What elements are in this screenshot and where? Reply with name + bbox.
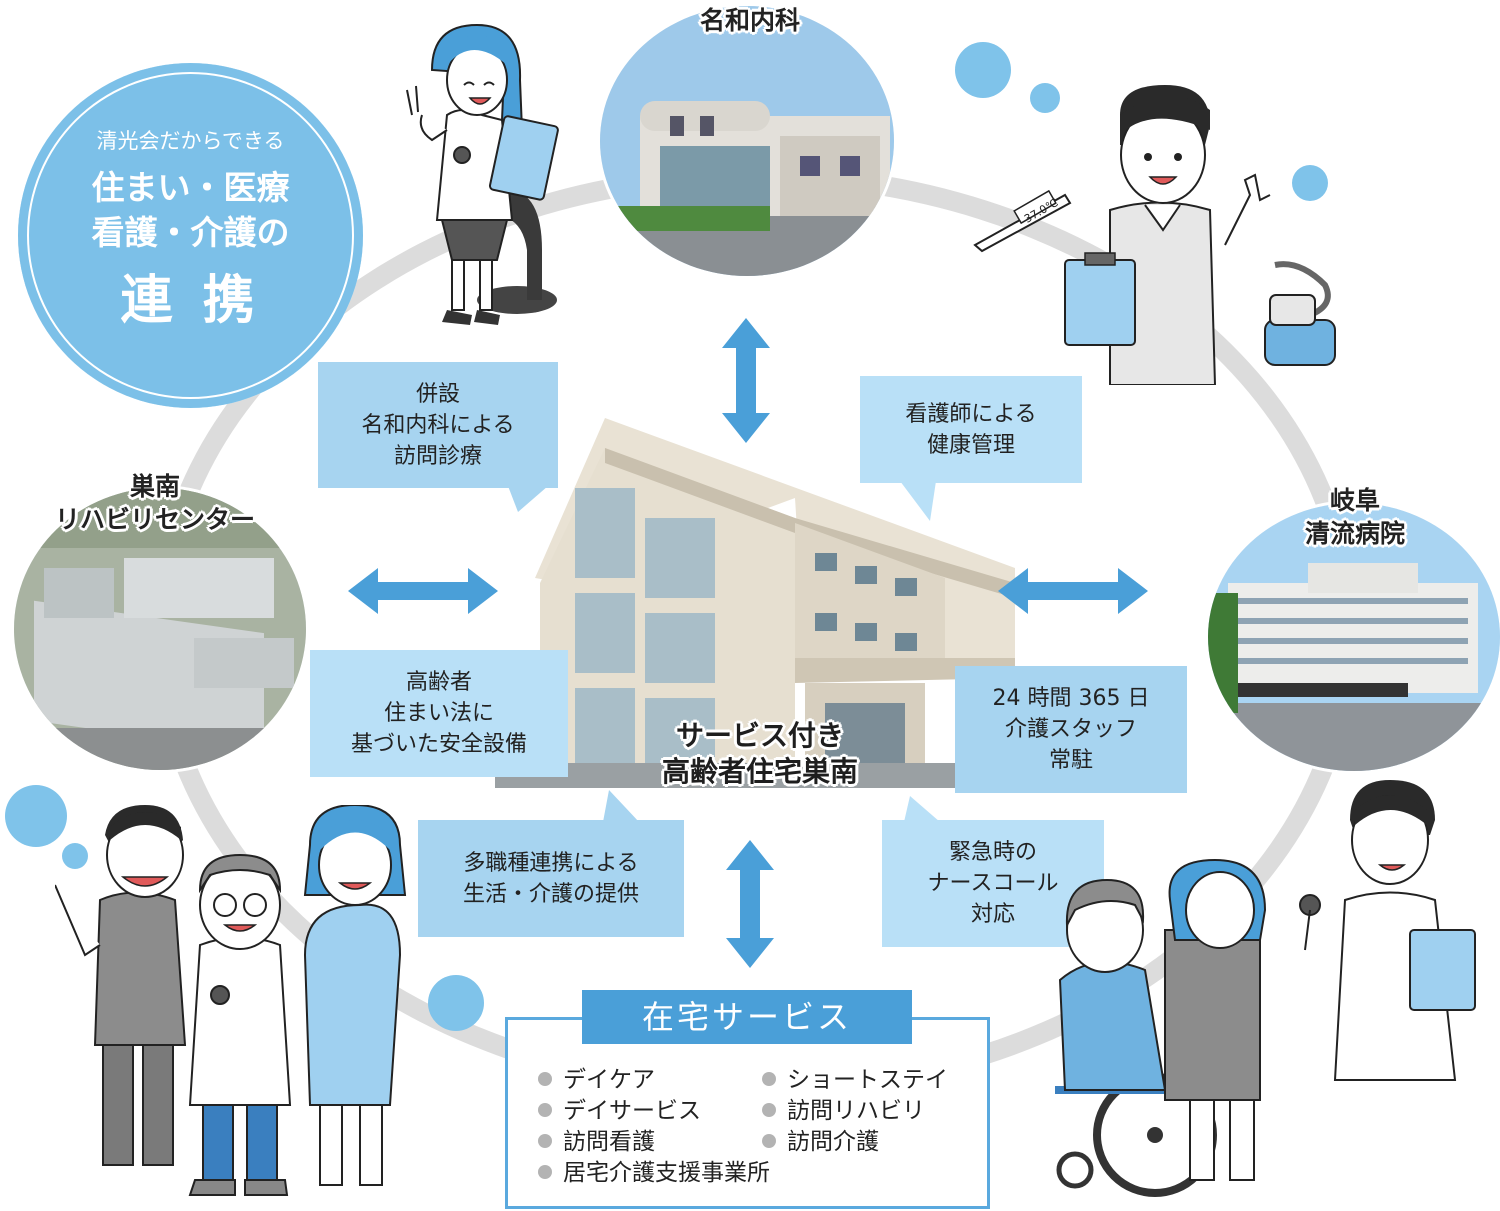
decor-dot — [955, 42, 1011, 98]
callout-tail — [904, 796, 940, 822]
decor-dot — [5, 785, 67, 847]
place-label-hospital: 岐阜 清流病院 — [1270, 484, 1440, 550]
callout-staff-line1: 24 時間 365 日 — [992, 686, 1150, 711]
callout-visit-line1: 併設 — [415, 381, 460, 407]
callout-multi: 多職種連携による 生活・介護の提供 — [418, 790, 684, 937]
arrow-building-homeservice — [726, 840, 774, 968]
place-label-rehab-line2: リハビリセンター — [54, 505, 255, 534]
callout-emergency-line2: ナースコール — [927, 871, 1059, 896]
female-doctor-illustration — [406, 23, 559, 325]
decor-dot — [1030, 83, 1060, 113]
care-team-illustration — [55, 805, 407, 1196]
service-item: 訪問看護 — [538, 1127, 655, 1157]
callout-tail — [508, 486, 548, 512]
rehab-center-photo — [14, 488, 306, 770]
callout-visit-care: 併設 名和内科による 訪問診療 — [318, 362, 558, 512]
callout-visit-line2: 名和内科による — [361, 412, 515, 438]
place-label-rehab-line1: 巣南 — [129, 472, 180, 501]
wheelchair-care-illustration — [1055, 780, 1476, 1197]
place-label-clinic: 名和内科 — [699, 6, 800, 35]
service-item: 居宅介護支援事業所 — [538, 1158, 770, 1188]
arrow-rehab-building — [348, 568, 498, 614]
callout-safety-line2: 住まい法に — [383, 701, 494, 726]
clinic-photo — [600, 6, 894, 276]
home-service-title: 在宅サービス — [582, 990, 912, 1044]
callout-nurse-line1: 看護師による — [905, 401, 1037, 427]
callout-staff: 24 時間 365 日 介護スタッフ 常駐 — [955, 666, 1187, 793]
logo-circle: 清光会だからできる 住まい・医療 看護・介護の 連 携 — [18, 63, 363, 408]
callout-nurse-line2: 健康管理 — [926, 432, 1015, 458]
callout-staff-line2: 介護スタッフ — [1004, 717, 1137, 742]
service-item: デイサービス — [538, 1096, 701, 1126]
service-item: ショートステイ — [762, 1065, 948, 1095]
decor-dot — [62, 843, 88, 869]
callout-staff-line3: 常駐 — [1048, 748, 1093, 773]
decor-dot — [1292, 165, 1328, 201]
service-item: デイケア — [538, 1065, 655, 1095]
logo-line2: 住まい・医療 — [91, 168, 290, 207]
callout-emergency-line1: 緊急時の — [948, 840, 1037, 865]
logo-line1: 清光会だからできる — [96, 129, 285, 153]
male-nurse-illustration: 37.0℃ — [973, 85, 1336, 385]
arrow-building-hospital — [998, 568, 1148, 614]
callout-tail — [603, 790, 639, 822]
place-label-hospital-line1: 岐阜 — [1329, 486, 1380, 515]
callout-visit-line3: 訪問診療 — [393, 443, 482, 469]
callout-safety-line1: 高齢者 — [405, 670, 472, 695]
center-building-photo — [495, 418, 1015, 788]
callout-emergency-line3: 対応 — [970, 902, 1015, 927]
center-title-line1: サービス付き — [675, 719, 844, 752]
service-item: 訪問リハビリ — [762, 1096, 925, 1126]
callout-safety-line3: 基づいた安全設備 — [350, 732, 527, 757]
service-item: 訪問介護 — [762, 1127, 879, 1157]
center-title-line2: 高齢者住宅巣南 — [661, 755, 858, 788]
arrow-clinic-building — [722, 318, 770, 443]
callout-tail — [900, 481, 936, 521]
decor-dot — [428, 975, 484, 1031]
place-label-hospital-line2: 清流病院 — [1304, 519, 1405, 548]
callout-multi-line1: 多職種連携による — [463, 850, 639, 876]
logo-line4: 連 携 — [120, 271, 261, 331]
center-title: サービス付き 高齢者住宅巣南 — [590, 718, 930, 790]
hospital-photo — [1208, 503, 1500, 771]
callout-multi-line2: 生活・介護の提供 — [462, 881, 639, 907]
logo-line3: 看護・介護の — [91, 213, 290, 252]
callout-nurse: 看護師による 健康管理 — [860, 376, 1082, 521]
place-label-rehab: 巣南 リハビリセンター — [20, 470, 290, 536]
callout-safety: 高齢者 住まい法に 基づいた安全設備 — [310, 650, 568, 777]
